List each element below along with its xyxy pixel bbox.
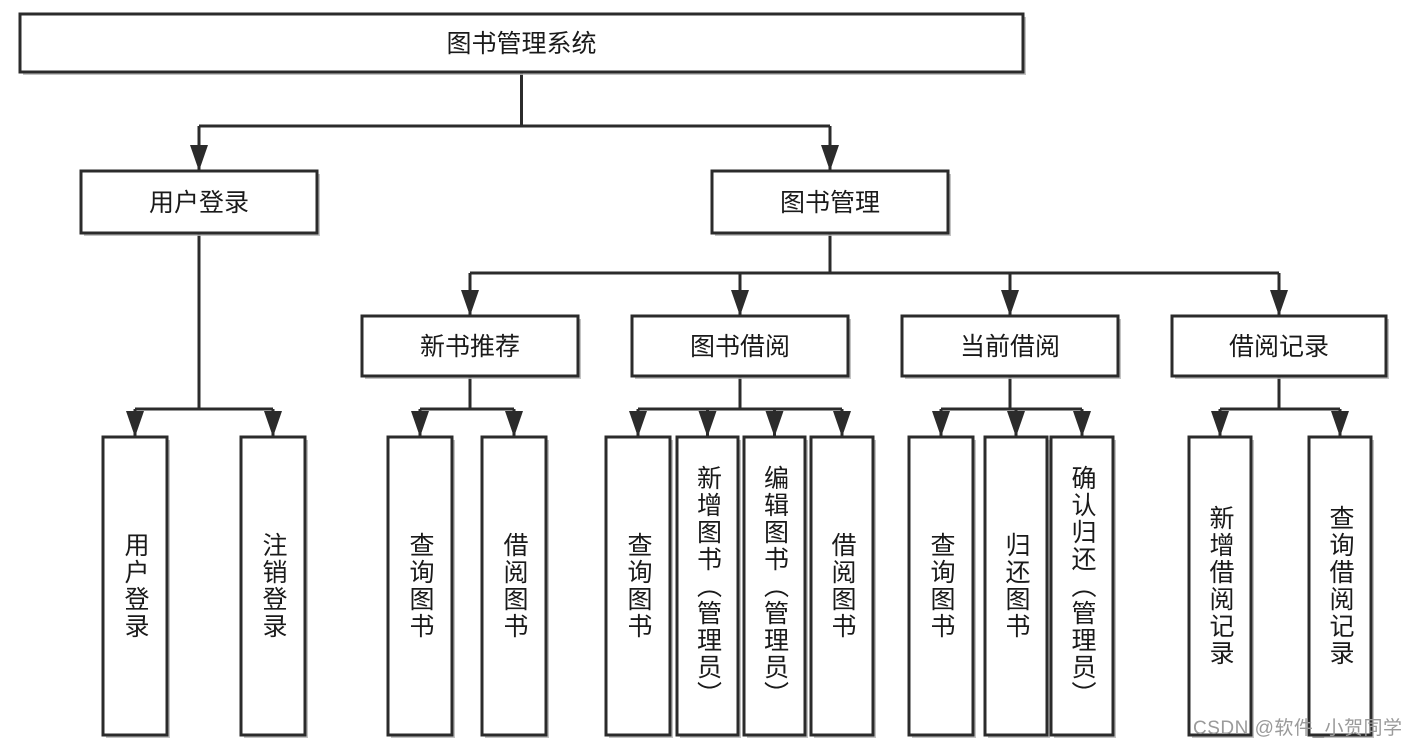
node-box-leaf-edit-book-admin[interactable]	[742, 435, 807, 737]
node-box-leaf-query-book-2[interactable]	[604, 435, 672, 737]
node-box-leaf-borrow-book-2[interactable]	[809, 435, 875, 737]
node-box-borrow-record[interactable]	[1170, 314, 1388, 378]
node-label-book-manage: 图书管理	[780, 189, 880, 217]
node-box-leaf-query-book-1[interactable]	[386, 435, 454, 737]
book-manage-arrow-0	[461, 290, 479, 316]
book-borrow-leaf-arrow-0	[629, 411, 647, 437]
node-box-book-borrow[interactable]	[630, 314, 850, 378]
node-box-leaf-query-borrow-record[interactable]	[1307, 435, 1373, 737]
node-boxes	[18, 12, 1389, 738]
node-label-new-book-recommend: 新书推荐	[420, 333, 520, 361]
borrow-record-leaf-arrow-0	[1211, 411, 1229, 437]
node-box-book-manage[interactable]	[710, 169, 950, 235]
node-box-leaf-query-book-3[interactable]	[907, 435, 975, 737]
node-box-leaf-user-login[interactable]	[101, 435, 169, 737]
user-login-leaf-arrow-1	[264, 411, 282, 437]
node-label-current-borrow: 当前借阅	[960, 333, 1060, 361]
current-borrow-leaf-arrow-0	[932, 411, 950, 437]
node-box-new-book-recommend[interactable]	[360, 314, 580, 378]
node-label-book-borrow: 图书借阅	[690, 333, 790, 361]
csdn-watermark: CSDN @软件_小贺同学	[1193, 718, 1403, 739]
book-manage-arrow-2	[1001, 290, 1019, 316]
node-box-leaf-return-book[interactable]	[983, 435, 1049, 737]
current-borrow-leaf-arrow-2	[1073, 411, 1091, 437]
node-label-title: 图书管理系统	[446, 30, 596, 58]
book-manage-arrow-1	[731, 290, 749, 316]
node-box-leaf-add-book-admin[interactable]	[675, 435, 740, 737]
node-box-user-login[interactable]	[79, 169, 319, 235]
new-book-recommend-leaf-arrow-1	[505, 411, 523, 437]
connector-edges	[126, 72, 1349, 437]
node-box-leaf-confirm-return-admin[interactable]	[1049, 435, 1115, 737]
node-label-borrow-record: 借阅记录	[1229, 333, 1329, 361]
user-login-leaf-arrow-0	[126, 411, 144, 437]
node-box-current-borrow[interactable]	[900, 314, 1120, 378]
book-borrow-leaf-arrow-1	[698, 411, 717, 437]
node-box-title[interactable]	[18, 12, 1025, 74]
root-arrow-1	[821, 145, 839, 171]
node-box-leaf-logout-login[interactable]	[239, 435, 307, 737]
new-book-recommend-leaf-arrow-0	[411, 411, 429, 437]
book-manage-arrow-3	[1270, 290, 1288, 316]
root-arrow-0	[190, 145, 208, 171]
borrow-record-leaf-arrow-1	[1331, 411, 1349, 437]
node-label-user-login: 用户登录	[149, 189, 249, 217]
node-box-leaf-borrow-book-1[interactable]	[480, 435, 548, 737]
book-borrow-leaf-arrow-2	[765, 411, 784, 437]
node-box-leaf-add-borrow-record[interactable]	[1187, 435, 1253, 737]
current-borrow-leaf-arrow-1	[1007, 411, 1025, 437]
book-borrow-leaf-arrow-3	[833, 411, 851, 437]
